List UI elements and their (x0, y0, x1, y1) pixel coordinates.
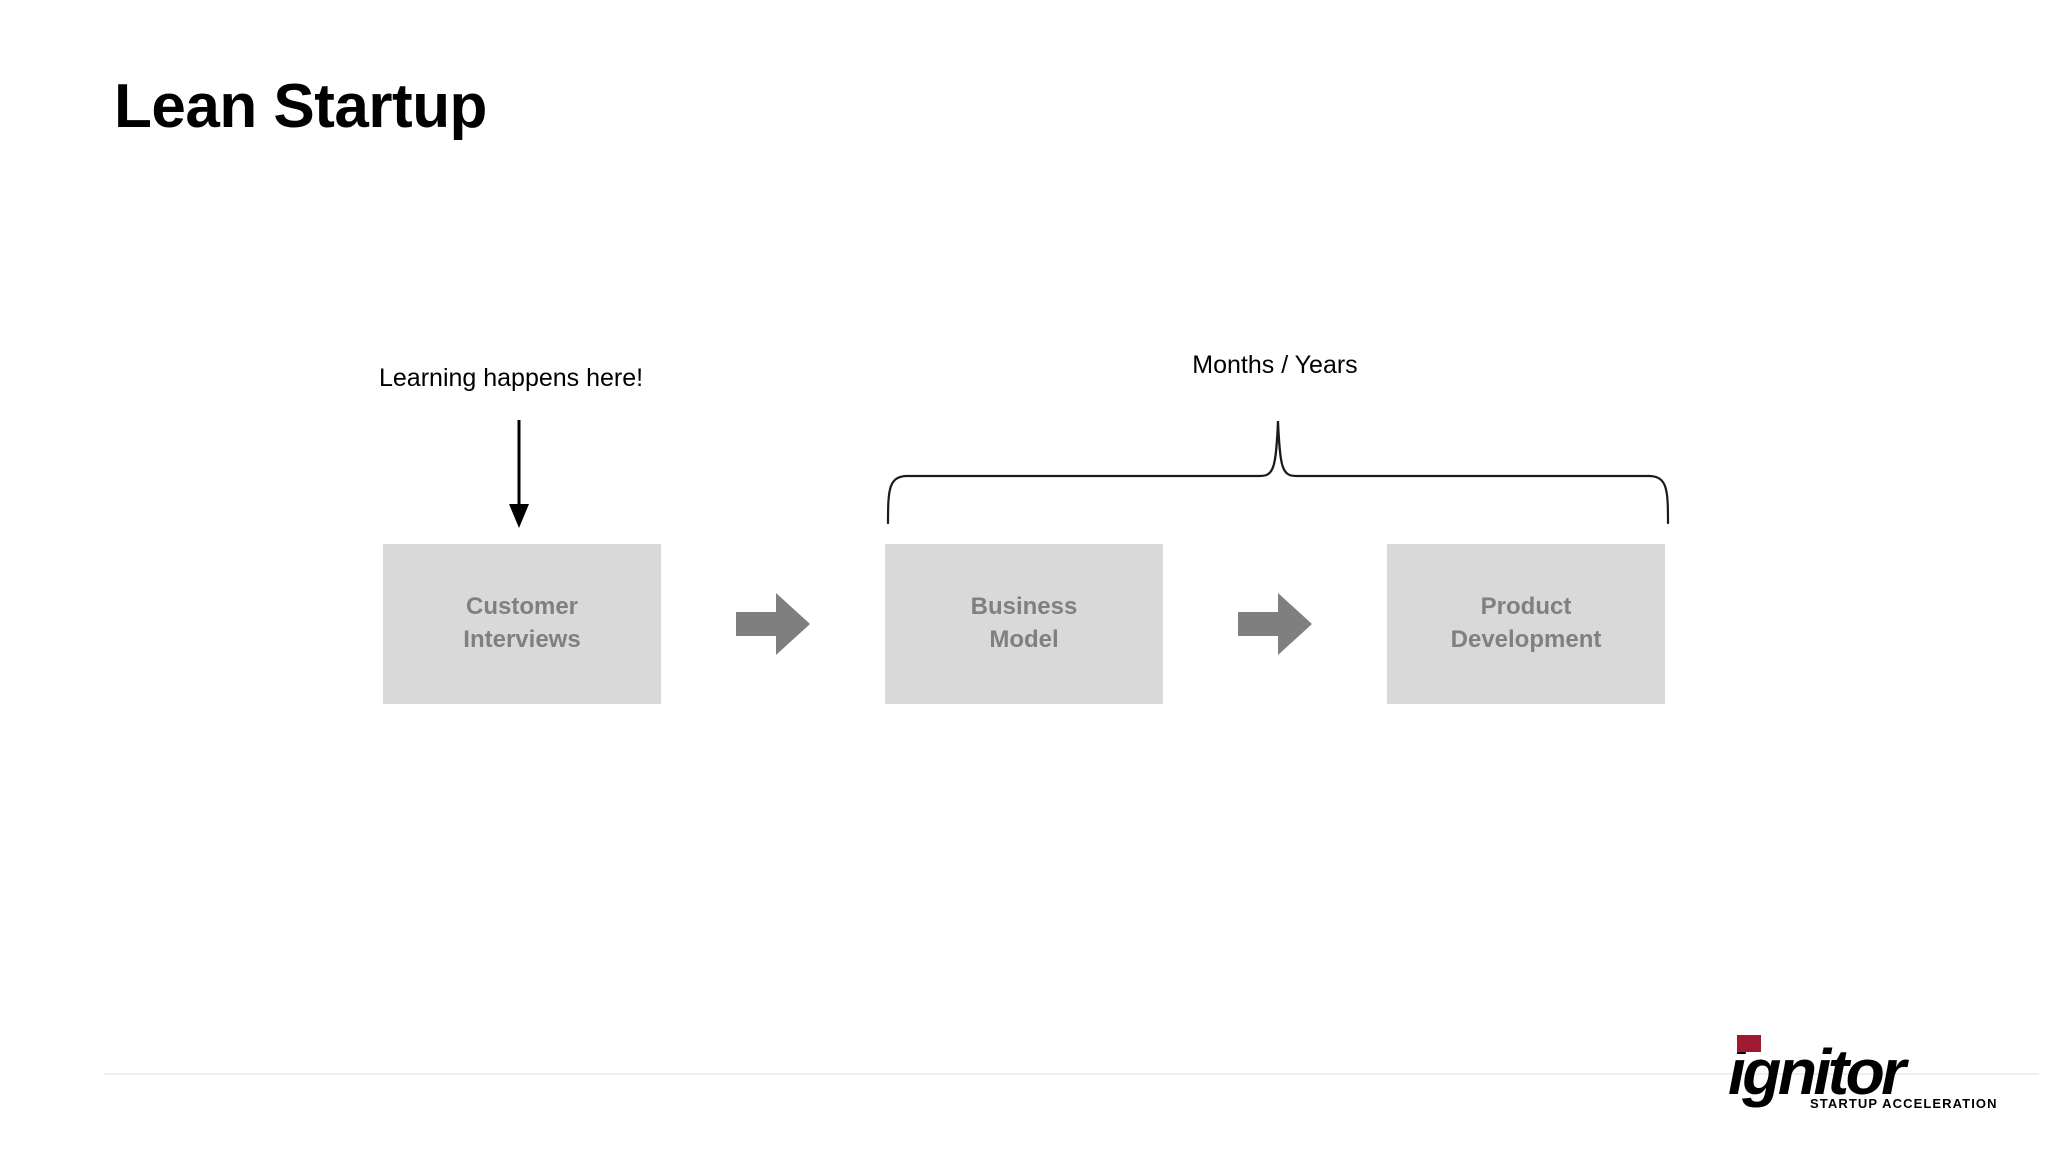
duration-annotation-label: Months / Years (1192, 351, 1358, 379)
down-arrow-icon (499, 420, 539, 530)
brand-logo-accent-square (1737, 1035, 1761, 1052)
process-step-label-line1: Product (1480, 593, 1572, 621)
process-step-label-line1: Customer (465, 593, 579, 621)
footer-divider (104, 1073, 2039, 1075)
process-step-label-line2: Interviews (463, 626, 581, 653)
process-step-label-line2: Model (989, 626, 1059, 653)
process-flow: Customer Interviews Business Model Produ… (383, 544, 1665, 704)
right-arrow-icon (728, 589, 818, 659)
process-step-business-model[interactable]: Business Model (885, 544, 1163, 704)
brand-logo-tagline: STARTUP ACCELERATION (1810, 1096, 1998, 1111)
process-step-label-line2: Development (1450, 626, 1602, 653)
curly-brace-icon (880, 415, 1676, 525)
page-title: Lean Startup (114, 72, 487, 141)
learning-annotation-label: Learning happens here! (379, 364, 644, 392)
process-step-label-line1: Business (970, 593, 1078, 621)
process-step-customer-interviews[interactable]: Customer Interviews (383, 544, 661, 704)
process-step-product-development[interactable]: Product Development (1387, 544, 1665, 704)
right-arrow-icon (1230, 589, 1320, 659)
brand-logo: ignitor STARTUP ACCELERATION (1728, 1034, 2000, 1116)
